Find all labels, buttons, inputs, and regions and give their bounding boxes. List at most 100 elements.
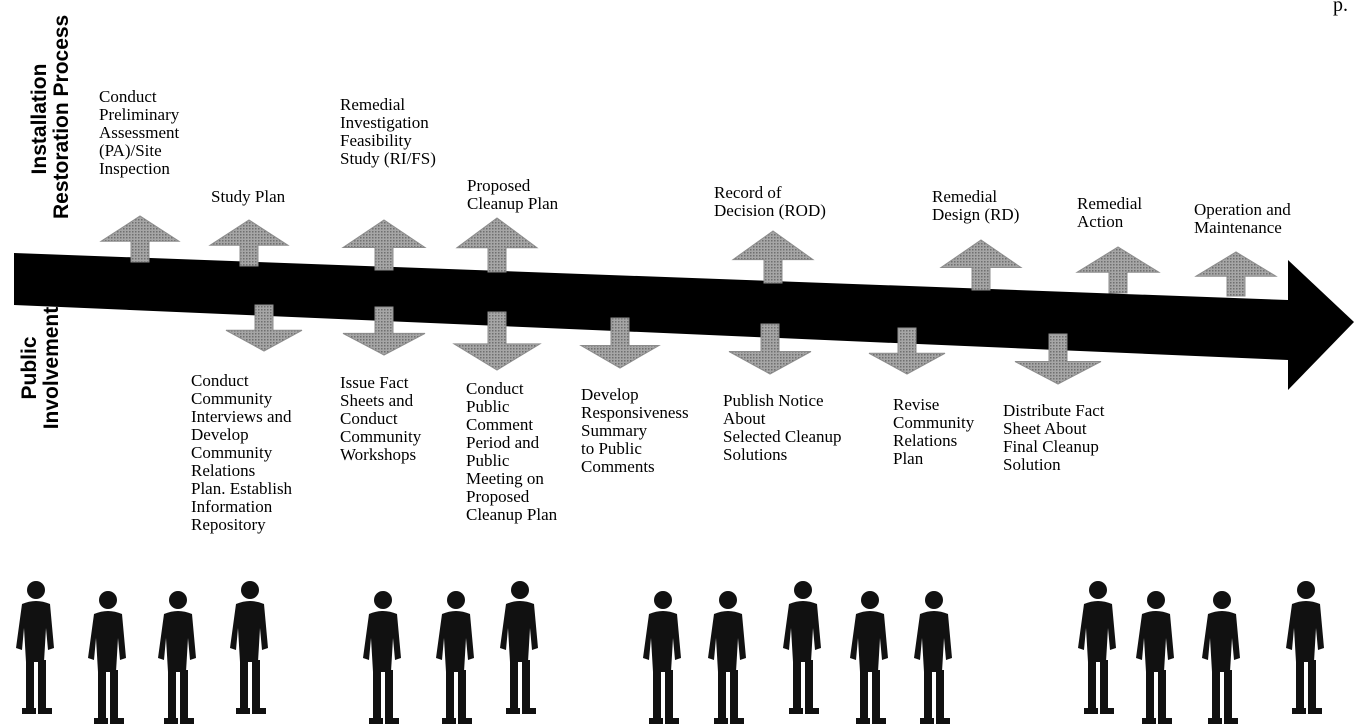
label-line: Revise — [893, 395, 940, 414]
label-line: Final Cleanup — [1003, 437, 1099, 456]
label-line: Workshops — [340, 445, 417, 464]
person-icon — [88, 591, 126, 724]
label-line: Information — [191, 497, 273, 516]
label-line: Selected Cleanup — [723, 427, 842, 446]
stage-down-arrow — [579, 317, 661, 369]
process-step-label: Study Plan — [211, 188, 285, 206]
label-line: Publish Notice — [723, 391, 824, 410]
label-line: Remedial — [1077, 194, 1143, 213]
label-line: Relations — [191, 461, 256, 480]
stage-up-arrow — [208, 219, 290, 267]
person-icon — [850, 591, 888, 724]
label-line: Develop — [191, 425, 249, 444]
person-icon — [230, 581, 268, 714]
label-line: Issue Fact — [340, 373, 409, 392]
label-line: Period and — [466, 433, 540, 452]
label-line: Public — [466, 451, 510, 470]
label-line: Public — [466, 397, 510, 416]
label-line: Maintenance — [1194, 218, 1282, 237]
label-line: Community — [893, 413, 975, 432]
label-line: Comments — [581, 457, 655, 476]
stage-up-arrow — [731, 230, 815, 284]
label-line: Preliminary — [99, 105, 180, 124]
stage-up-arrow — [939, 239, 1023, 291]
person-icon — [643, 591, 681, 724]
person-icon — [500, 581, 538, 714]
label-line: About — [723, 409, 766, 428]
label-line: Investigation — [340, 113, 429, 132]
label-line: Assessment — [99, 123, 180, 142]
person-icon — [158, 591, 196, 724]
label-line: Conduct — [466, 379, 524, 398]
label-line: Distribute Fact — [1003, 401, 1105, 420]
label-line: Relations — [893, 431, 958, 450]
label-line: (PA)/Site — [99, 141, 162, 160]
label-line: Develop — [581, 385, 639, 404]
label-line: Solutions — [723, 445, 788, 464]
person-icon — [783, 581, 821, 714]
label-line: Cleanup Plan — [467, 194, 559, 213]
stage-up-arrow — [99, 215, 181, 263]
stage-down-arrow — [1014, 333, 1102, 385]
label-line: Feasibility — [340, 131, 412, 150]
label-line: Record of — [714, 183, 782, 202]
person-icon — [1202, 591, 1240, 724]
label-line: Plan. Establish — [191, 479, 293, 498]
label-line: Proposed — [466, 487, 530, 506]
person-icon — [914, 591, 952, 724]
label-line: Conduct — [191, 371, 249, 390]
person-icon — [1078, 581, 1116, 714]
label-line: Summary — [581, 421, 648, 440]
stage-down-arrow — [342, 306, 426, 356]
stage-up-arrow — [455, 217, 539, 273]
stage-down-arrow — [452, 311, 542, 371]
person-icon — [16, 581, 54, 714]
label-line: Cleanup Plan — [466, 505, 558, 524]
label-line: Decision (ROD) — [714, 201, 826, 220]
label-line: Study (RI/FS) — [340, 149, 436, 168]
stage-down-arrow — [225, 304, 303, 352]
label-line: Action — [1077, 212, 1124, 231]
person-icon — [1136, 591, 1174, 724]
label-line: Community — [191, 443, 273, 462]
label-line: Plan — [893, 449, 924, 468]
page-mark: p. — [1333, 0, 1348, 16]
stage-up-arrow — [341, 219, 427, 271]
label-line: Operation and — [1194, 200, 1291, 219]
label-line: Meeting on — [466, 469, 544, 488]
main-timeline-arrow — [14, 253, 1354, 390]
label-line: Remedial — [932, 187, 998, 206]
stage-down-arrow — [868, 327, 946, 375]
label-line: Community — [191, 389, 273, 408]
label-line: Solution — [1003, 455, 1061, 474]
label-line: Remedial — [340, 95, 406, 114]
label-line: Study Plan — [211, 187, 286, 206]
label-line: Conduct — [340, 409, 398, 428]
label-line: to Public — [581, 439, 642, 458]
stage-down-arrow — [728, 323, 812, 375]
label-line: Sheet About — [1003, 419, 1087, 438]
label-line: Comment — [466, 415, 534, 434]
label-line: Proposed — [467, 176, 531, 195]
person-icon — [1286, 581, 1324, 714]
label-line: Community — [340, 427, 422, 446]
label-line: Responsiveness — [581, 403, 689, 422]
person-icon — [708, 591, 746, 724]
label-line: Interviews and — [191, 407, 292, 426]
label-line: Repository — [191, 515, 266, 534]
label-line: Inspection — [99, 159, 170, 178]
stage-up-arrow — [1194, 251, 1278, 297]
